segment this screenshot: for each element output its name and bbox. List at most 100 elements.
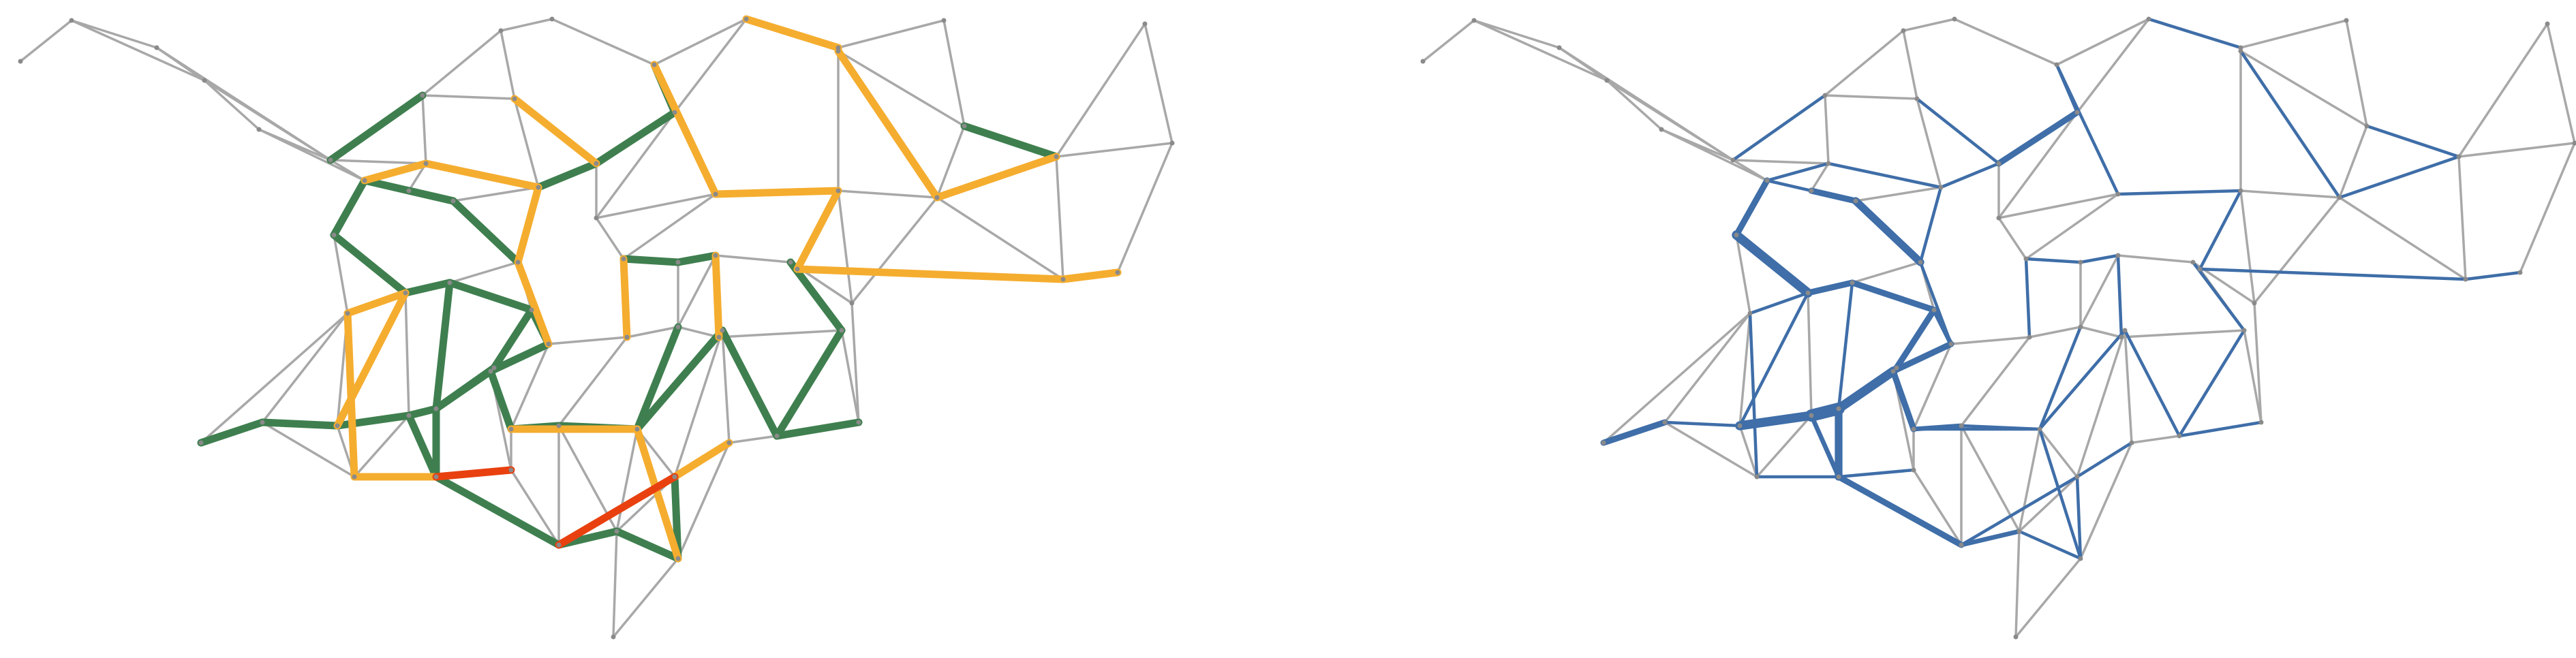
green-edge (718, 326, 781, 440)
mesh-edge (2519, 142, 2576, 274)
network-node (1115, 270, 1120, 275)
network-node (1853, 198, 1858, 204)
green-edge (330, 176, 369, 239)
mesh-edge (2338, 125, 2368, 199)
mesh-edge (850, 196, 938, 304)
green-edge (432, 367, 495, 413)
orange-edge (793, 265, 1067, 283)
network-node (2074, 110, 2080, 115)
network-node (508, 467, 514, 473)
network-node (2037, 426, 2042, 432)
network-node (2190, 260, 2196, 265)
mesh-edge (1473, 19, 1561, 49)
network-node (2238, 48, 2243, 54)
mesh-edge (1606, 79, 1663, 131)
network-node (2027, 334, 2032, 340)
network-node (774, 433, 780, 439)
mesh-edge (203, 79, 332, 161)
mesh-edge (510, 469, 560, 546)
flow-edge (2055, 63, 2120, 196)
network-node (1747, 311, 1753, 316)
mesh-edge (837, 189, 938, 199)
green-edge (330, 231, 410, 297)
mesh-edge (19, 19, 73, 63)
flow-edge (1837, 468, 1916, 479)
flow-edge (1959, 475, 2079, 547)
mesh-edge (936, 125, 966, 199)
flow-edge (1959, 529, 2022, 548)
network-node (1730, 157, 1736, 163)
mesh-edge (2253, 196, 2341, 304)
mesh-edge (2239, 189, 2256, 304)
network-node (651, 62, 657, 67)
network-node (1914, 96, 1920, 101)
orange-edge (650, 61, 720, 198)
network-node (634, 426, 640, 432)
mesh-edge (936, 196, 1064, 281)
mesh-edge (626, 326, 679, 339)
network-node (1420, 59, 1426, 64)
network-node (2344, 18, 2349, 23)
network-node (2074, 474, 2080, 480)
mesh-edge (2028, 326, 2082, 339)
network-node (1890, 369, 1896, 374)
network-node (549, 16, 555, 22)
network-node (433, 406, 439, 411)
network-node (529, 307, 534, 313)
orange-edge (361, 159, 430, 185)
flow-edge (1852, 197, 1925, 266)
network-node (1938, 185, 1944, 190)
green-edge (613, 527, 682, 563)
network-node (672, 110, 677, 115)
flow-edge (1835, 473, 1965, 548)
flow-edge (1663, 420, 1742, 428)
mesh-edge (1902, 29, 1918, 100)
mesh-edge (1810, 162, 1830, 192)
mesh-edge (510, 343, 550, 430)
mesh-edge (1732, 159, 1768, 182)
mesh-edge (2239, 19, 2348, 49)
mesh-edge (2014, 557, 2082, 638)
mesh-edge (1950, 336, 2031, 345)
flow-edge (1918, 185, 1943, 264)
mesh-edge (1997, 193, 2119, 219)
network-node (556, 423, 562, 428)
green-edge (773, 326, 846, 440)
mesh-edge (677, 254, 717, 328)
network-node (835, 48, 841, 54)
orange-edge (1059, 268, 1122, 283)
green-edge (432, 279, 454, 413)
network-node (1836, 406, 1841, 411)
flow-edge (2038, 325, 2083, 431)
network-node (546, 341, 551, 347)
mesh-edge (1755, 414, 1813, 478)
red-edge (432, 466, 515, 481)
flow-edge (1748, 291, 1810, 315)
green-edge (401, 279, 454, 297)
green-edge (592, 108, 679, 168)
flow-edge (2464, 270, 2522, 281)
network-node (420, 93, 425, 98)
mesh-edge (2055, 18, 2150, 66)
network-node (611, 634, 616, 640)
network-node (2177, 433, 2182, 439)
network-node (1060, 277, 1066, 282)
mesh-edge (612, 557, 679, 638)
network-node (624, 334, 630, 340)
network-node (1737, 423, 1743, 428)
flow-edge (2075, 441, 2134, 479)
network-node (1948, 341, 1954, 347)
mesh-edge (2239, 189, 2341, 199)
mesh-edge (2123, 329, 2133, 444)
flow-edge (1805, 279, 1856, 296)
mesh-edge (2018, 475, 2079, 533)
mesh-edge (2345, 19, 2368, 127)
network-node (1471, 18, 1477, 23)
mesh-edge (1055, 155, 1064, 281)
mesh-edge (2457, 155, 2467, 281)
network-node (1918, 260, 1923, 265)
network-node (1805, 290, 1811, 296)
mesh-edge (258, 128, 366, 182)
mesh-edge (1916, 97, 1942, 189)
